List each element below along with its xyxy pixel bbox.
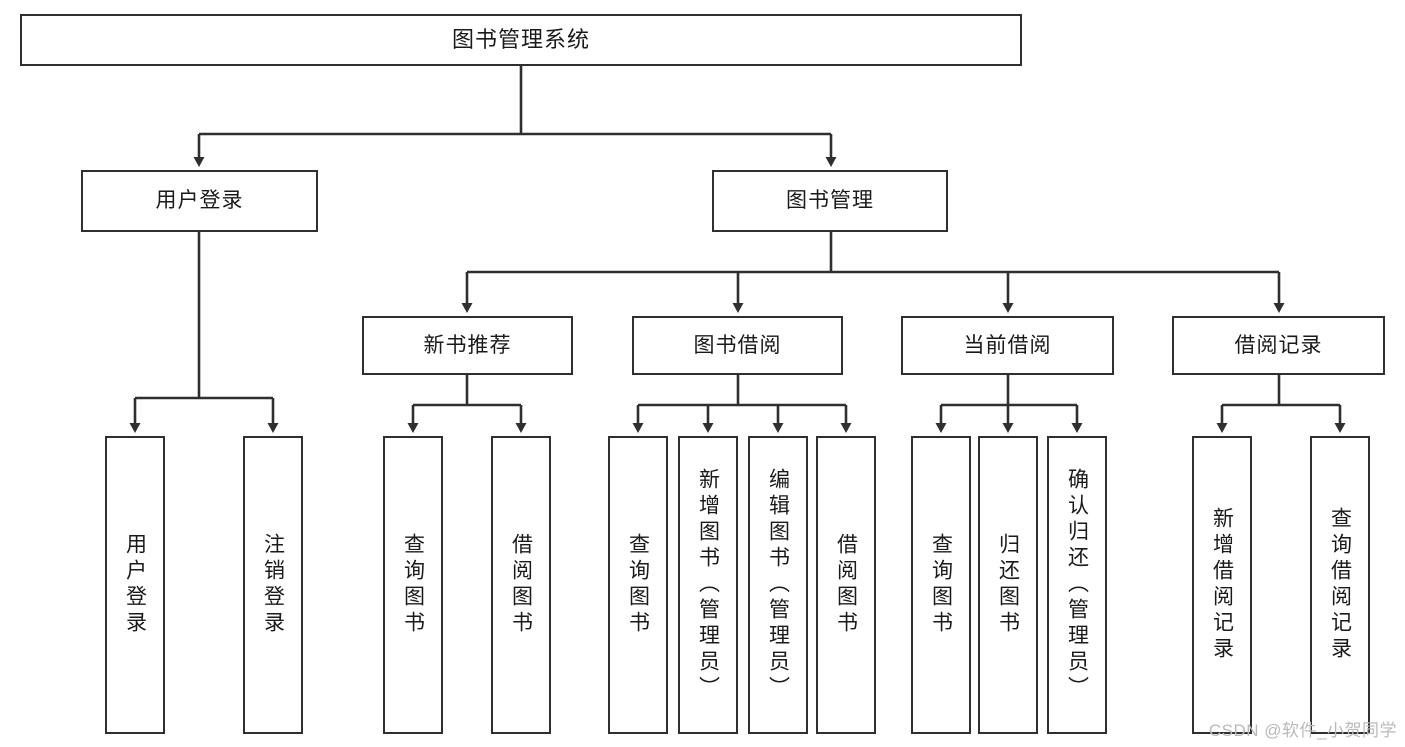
node-leaf-query-book-current[interactable]: 查询图书: [911, 436, 971, 734]
node-leaf-borrow-book-recommend[interactable]: 借阅图书: [491, 436, 551, 734]
node-label: 注销登录: [261, 533, 285, 637]
node-label: 归还图书: [996, 533, 1020, 637]
node-leaf-edit-book-admin[interactable]: 编辑图书（管理员）: [748, 436, 808, 734]
node-leaf-confirm-return-admin[interactable]: 确认归还（管理员）: [1047, 436, 1107, 734]
node-leaf-query-borrow-record[interactable]: 查询借阅记录: [1310, 436, 1370, 734]
node-label: 查询图书: [626, 533, 650, 637]
node-leaf-user-login[interactable]: 用户登录: [105, 436, 165, 734]
node-label: 编辑图书（管理员）: [766, 468, 790, 702]
node-label: 图书管理: [786, 189, 874, 213]
node-new-book-recommend[interactable]: 新书推荐: [362, 316, 573, 375]
node-book-borrow[interactable]: 图书借阅: [632, 316, 843, 375]
node-label: 确认归还（管理员）: [1065, 468, 1089, 702]
node-leaf-query-book-recommend[interactable]: 查询图书: [383, 436, 443, 734]
node-label: 借阅图书: [834, 533, 858, 637]
node-label: 查询图书: [401, 533, 425, 637]
node-label: 图书借阅: [693, 333, 782, 357]
node-label: 查询图书: [929, 533, 953, 637]
node-label: 借阅记录: [1234, 333, 1323, 357]
node-label: 新增借阅记录: [1210, 507, 1234, 663]
node-leaf-add-book-admin[interactable]: 新增图书（管理员）: [678, 436, 738, 734]
node-current-borrow[interactable]: 当前借阅: [901, 316, 1114, 375]
node-user-login[interactable]: 用户登录: [81, 170, 318, 232]
node-label: 借阅图书: [509, 533, 533, 637]
node-label: 当前借阅: [963, 333, 1052, 357]
node-borrow-record[interactable]: 借阅记录: [1172, 316, 1385, 375]
node-label: 查询借阅记录: [1328, 507, 1352, 663]
node-leaf-add-borrow-record[interactable]: 新增借阅记录: [1192, 436, 1252, 734]
node-leaf-logout[interactable]: 注销登录: [243, 436, 303, 734]
node-leaf-borrow-book[interactable]: 借阅图书: [816, 436, 876, 734]
node-label: 新增图书（管理员）: [696, 468, 720, 702]
node-label: 图书管理系统: [451, 26, 590, 52]
node-label: 用户登录: [155, 189, 244, 213]
node-label: 用户登录: [123, 533, 147, 637]
node-label: 新书推荐: [423, 333, 512, 357]
node-root-book-management-system[interactable]: 图书管理系统: [20, 14, 1022, 66]
node-leaf-return-book[interactable]: 归还图书: [978, 436, 1038, 734]
node-book-management[interactable]: 图书管理: [712, 170, 948, 232]
node-leaf-query-book-borrow[interactable]: 查询图书: [608, 436, 668, 734]
